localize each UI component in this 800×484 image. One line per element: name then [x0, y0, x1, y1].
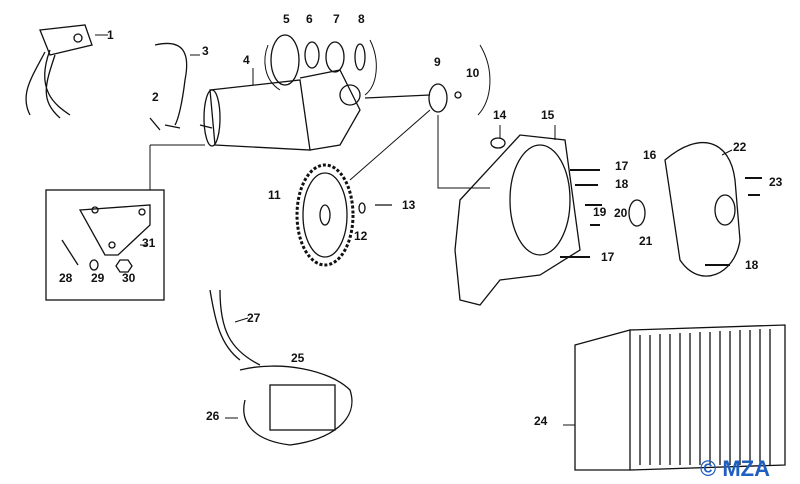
label-26: 26: [206, 409, 220, 423]
label-15: 15: [541, 108, 555, 122]
label-18b: 18: [745, 258, 759, 272]
label-3: 3: [202, 44, 209, 58]
label-29: 29: [91, 271, 105, 285]
label-17b: 17: [601, 250, 615, 264]
label-20: 20: [614, 206, 628, 220]
label-22: 22: [733, 140, 747, 154]
cable-part: [154, 42, 188, 126]
label-8: 8: [358, 12, 365, 26]
label-14: 14: [493, 108, 507, 122]
label-2: 2: [152, 90, 159, 104]
bearing-21: [628, 199, 646, 227]
label-23: 23: [769, 175, 783, 189]
label-25: 25: [291, 351, 305, 365]
bolt-part: [149, 117, 181, 131]
label-31: 31: [142, 236, 156, 250]
washer-5: [270, 34, 300, 86]
label-27: 27: [247, 311, 261, 325]
label-1: 1: [107, 28, 114, 42]
label-17: 17: [615, 159, 629, 173]
label-28: 28: [59, 271, 73, 285]
label-13: 13: [402, 198, 416, 212]
hardware-box: [45, 189, 165, 301]
copyright-mark: © MZA: [700, 456, 770, 481]
label-10: 10: [466, 66, 480, 80]
label-18: 18: [615, 177, 629, 191]
label-24: 24: [534, 414, 548, 428]
label-12: 12: [354, 229, 368, 243]
gear-6: [304, 41, 320, 69]
housing-part: [454, 134, 581, 306]
label-4: 4: [243, 53, 250, 67]
label-19: 19: [593, 205, 607, 219]
ring-8: [354, 43, 366, 71]
sprocket-part: [295, 163, 355, 267]
cdi-unit-part: [209, 289, 353, 446]
gear-7: [325, 41, 345, 73]
relay-part: [25, 24, 93, 119]
shaft-part: [364, 44, 491, 116]
label-7: 7: [333, 12, 340, 26]
cover-part: [664, 142, 741, 277]
starter-motor-part: [199, 69, 361, 151]
label-11: 11: [268, 188, 281, 202]
label-16: 16: [643, 148, 657, 162]
label-5: 5: [283, 12, 290, 26]
label-6: 6: [306, 12, 313, 26]
label-21: 21: [639, 234, 653, 248]
label-9: 9: [434, 55, 441, 69]
label-30: 30: [122, 271, 136, 285]
regulator-part: [574, 324, 786, 471]
